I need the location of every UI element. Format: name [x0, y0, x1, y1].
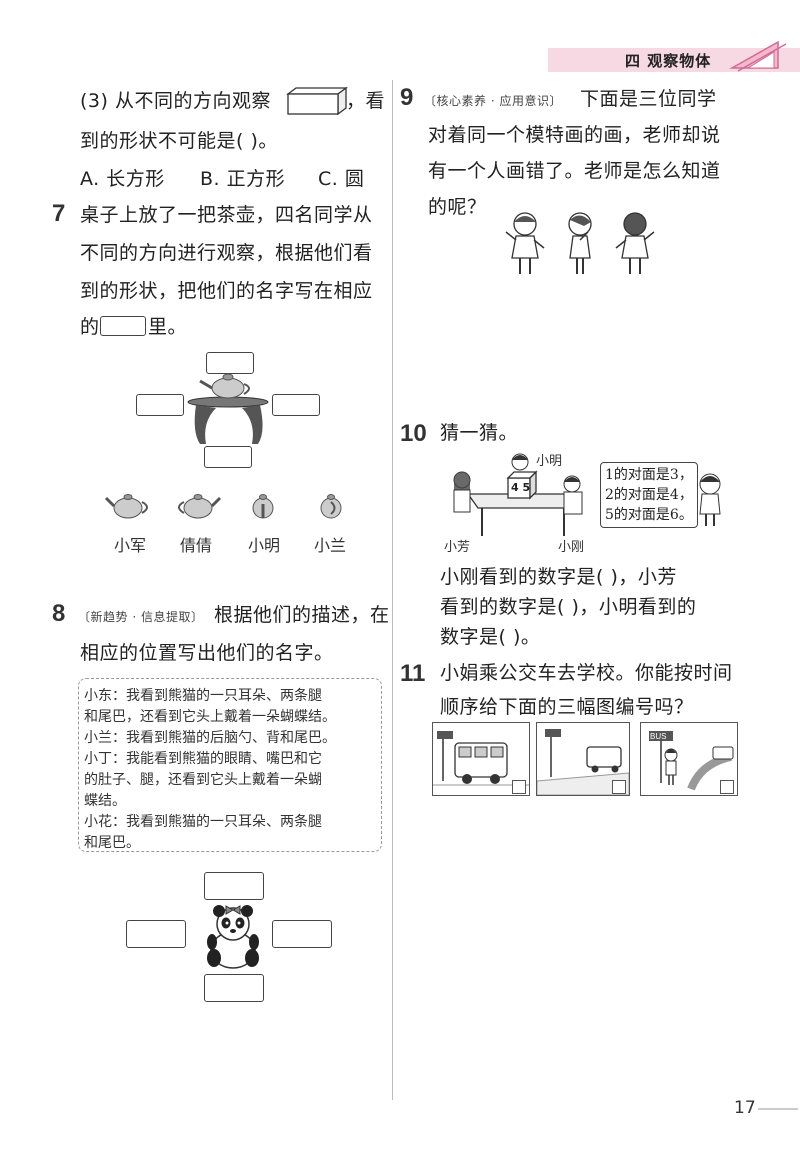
teapot-view-side-1 — [104, 494, 148, 519]
footer-rule — [758, 1108, 798, 1110]
q10-hint-card: 1的对面是3， 2的对面是4， 5的对面是6。 — [600, 462, 698, 528]
q9-line1: 下面是三位同学 — [580, 88, 717, 110]
q8-quote-4: 小丁：我能看到熊猫的眼睛、嘴巴和它 — [84, 751, 322, 767]
q10-title: 猜一猜。 — [440, 422, 519, 444]
q9-tag: 〔核心素养 · 应用意识〕 — [424, 94, 562, 108]
q8-quote-6: 蝶结。 — [84, 793, 126, 809]
q11-number-box-3[interactable] — [720, 780, 734, 794]
q8-quote-2: 和尾巴，还看到它头上戴着一朵蝴蝶结。 — [84, 709, 336, 725]
q8-answer-box-left[interactable] — [126, 920, 186, 948]
q10-answer-line1: 小刚看到的数字是( )，小芳 — [440, 566, 677, 588]
q8-quote-1: 小东：我看到熊猫的一只耳朵、两条腿 — [84, 688, 322, 704]
teapot-on-table-figure — [187, 373, 269, 444]
q9-line2: 对着同一个模特画的画，老师却说 — [428, 124, 721, 146]
girl-drawing-front — [505, 212, 545, 274]
teapot-view-side-2 — [178, 494, 222, 519]
q9-line4: 的呢？ — [428, 196, 487, 218]
q7-name-4: 小兰 — [314, 536, 347, 555]
q11-line2: 顺序给下面的三幅图编号吗？ — [440, 696, 694, 718]
q8-quote-7: 小花：我看到熊猫的一只耳朵、两条腿 — [84, 814, 322, 830]
q7-name-1: 小军 — [114, 536, 147, 555]
cuboid-figure — [286, 86, 348, 116]
page-number: 17 — [734, 1098, 756, 1118]
q10-hint-line-2: 2的对面是4， — [605, 487, 693, 503]
q6-3-option-a: A. 长方形 — [80, 168, 165, 190]
q8-quote-5: 的肚子、腿，还看到它头上戴着一朵蝴 — [84, 772, 322, 788]
kids-around-table-figure — [453, 453, 583, 536]
q9-number: 9 — [400, 84, 414, 111]
girl-drawing-back — [615, 212, 655, 274]
q7-line4b: 里。 — [148, 316, 188, 338]
q7-line3: 到的形状，把他们的名字写在相应 — [80, 280, 373, 302]
q8-line1: 根据他们的描述，在 — [214, 604, 390, 626]
q10-answer-line2: 看到的数字是( )，小明看到的 — [440, 596, 697, 618]
q8-quote-box — [78, 678, 382, 852]
q6-3-line2: 到的形状不可能是( )。 — [80, 130, 278, 152]
q8-tag: 〔新趋势 · 信息提取〕 — [78, 610, 204, 624]
q10-label-gang: 小刚 — [558, 540, 585, 555]
q11-number-box-1[interactable] — [512, 780, 526, 794]
q10-number: 10 — [400, 420, 427, 447]
q7-line1: 桌子上放了一把茶壶，四名同学从 — [80, 204, 373, 226]
q7-line2: 不同的方向进行观察，根据他们看 — [80, 242, 373, 264]
q11-number: 11 — [400, 660, 426, 687]
q10-answer-line3: 数字是( )。 — [440, 626, 541, 648]
q8-number: 8 — [52, 600, 66, 627]
q8-line2: 相应的位置写出他们的名字。 — [80, 642, 334, 664]
q7-number: 7 — [52, 200, 66, 227]
q11-number-box-2[interactable] — [612, 780, 626, 794]
q11-line1: 小娟乘公交车去学校。你能按时间 — [440, 662, 733, 684]
q7-answer-box-bottom[interactable] — [204, 446, 252, 468]
section-title: 四 观察物体 — [625, 52, 712, 70]
q10-hint-line-3: 5的对面是6。 — [605, 507, 693, 523]
q8-answer-box-top[interactable] — [204, 872, 264, 900]
q8-answer-box-bottom[interactable] — [204, 974, 264, 1002]
teapot-view-back — [320, 494, 342, 519]
q8-quote-3: 小兰：我看到熊猫的后脑勺、背和尾巴。 — [84, 730, 336, 746]
q10-label-ming: 小明 — [536, 454, 563, 469]
q6-3-line1b: ，看 — [346, 90, 386, 112]
q7-name-3: 小明 — [248, 536, 281, 555]
q7-answer-box-top[interactable] — [206, 352, 254, 374]
teapot-view-front — [252, 494, 274, 519]
q7-inline-box — [100, 316, 146, 336]
q11-bus-sign: BUS — [650, 732, 667, 741]
q9-line3: 有一个人画错了。老师是怎么知道 — [428, 160, 721, 182]
q6-3-option-b: B. 正方形 — [200, 168, 286, 190]
girl-drawing-side — [568, 212, 592, 274]
q6-3-option-c: C. 圆 — [318, 168, 365, 190]
girl-thinking-figure — [699, 473, 721, 526]
q10-label-fang: 小芳 — [444, 540, 471, 555]
q8-quote-8: 和尾巴。 — [84, 835, 140, 851]
q7-name-2: 倩倩 — [180, 536, 213, 555]
q10-hint-line-1: 1的对面是3， — [605, 467, 693, 483]
q8-answer-box-right[interactable] — [272, 920, 332, 948]
q7-answer-box-left[interactable] — [136, 394, 184, 416]
q7-answer-box-right[interactable] — [272, 394, 320, 416]
cube-visible-numbers: 4 5 — [511, 481, 531, 494]
panda-figure — [207, 905, 259, 969]
triangle-ruler-icon — [729, 40, 787, 72]
q7-line4a: 的 — [80, 316, 100, 338]
q6-3-line1a: (3) 从不同的方向观察 — [80, 90, 271, 112]
column-divider — [392, 80, 393, 1100]
